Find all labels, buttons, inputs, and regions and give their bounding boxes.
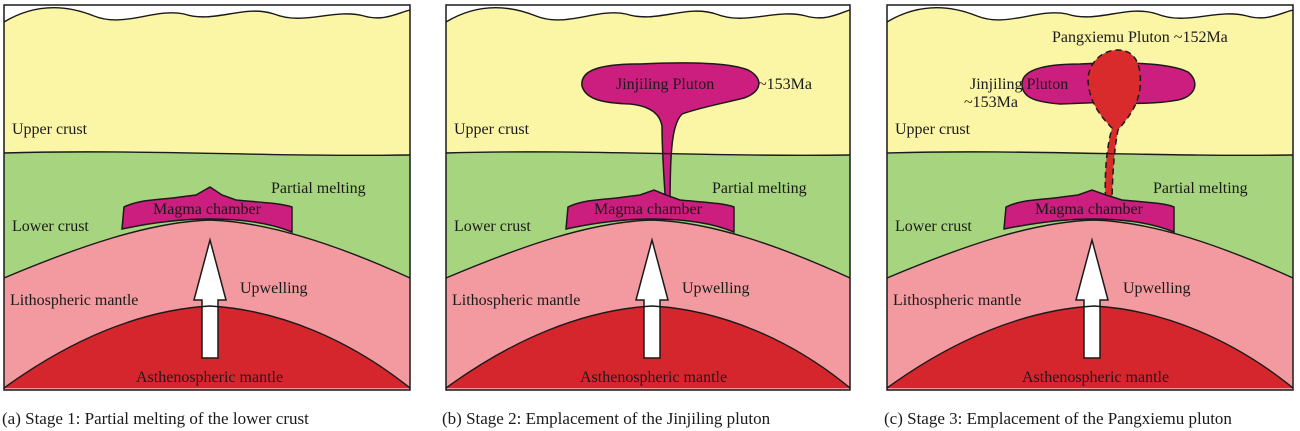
asthenospheric-mantle-label: Asthenospheric mantle [580, 369, 727, 386]
jinjiling-pluton [581, 62, 760, 209]
caption-c: (c) Stage 3: Emplacement of the Pangxiem… [884, 409, 1232, 428]
jinjiling-age-label: ~153Ma [964, 94, 1018, 111]
partial-melting-label: Partial melting [712, 180, 807, 197]
lithospheric-mantle-label: Lithospheric mantle [10, 292, 138, 309]
upper-crust-label: Upper crust [12, 121, 88, 138]
caption-a: (a) Stage 1: Partial melting of the lowe… [2, 409, 309, 428]
lower-crust-label: Lower crust [454, 218, 531, 235]
upper-crust-label: Upper crust [454, 121, 530, 138]
partial-melting-label: Partial melting [271, 180, 366, 197]
jinjiling-age-label: ~153Ma [758, 76, 812, 93]
upper-crust-layer [4, 7, 410, 157]
lower-crust-label: Lower crust [12, 218, 89, 235]
magma-chamber-label: Magma chamber [153, 201, 262, 218]
panel-a: Upper crust Lower crust Partial melting … [2, 4, 411, 428]
magma-chamber-label: Magma chamber [594, 201, 703, 218]
magma-chamber-label: Magma chamber [1035, 201, 1144, 218]
pangxiemu-pluton [1087, 49, 1142, 209]
pangxiemu-pluton-label: Pangxiemu Pluton ~152Ma [1052, 29, 1228, 46]
upwelling-arrow [193, 237, 227, 359]
jinjiling-pluton-label: Jinjiling Pluton [970, 76, 1068, 93]
upwelling-label: Upwelling [682, 280, 750, 297]
jinjiling-pluton-label: Jinjiling Pluton [616, 76, 714, 93]
asthenospheric-mantle-label: Asthenospheric mantle [136, 369, 283, 386]
lithospheric-mantle-label: Lithospheric mantle [893, 292, 1021, 309]
upwelling-label: Upwelling [1123, 280, 1191, 297]
upwelling-arrow [1075, 237, 1109, 359]
upwelling-arrow [635, 237, 669, 359]
panel-c: Pangxiemu Pluton ~152Ma Jinjiling Pluton… [884, 4, 1294, 428]
lower-crust-label: Lower crust [895, 218, 972, 235]
magma-chamber [1003, 189, 1175, 234]
caption-b: (b) Stage 2: Emplacement of the Jinjilin… [442, 409, 771, 428]
magma-chamber [121, 186, 293, 234]
upwelling-label: Upwelling [240, 280, 308, 297]
panel-b: Jinjiling Pluton ~153Ma Upper crust Lowe… [442, 4, 851, 428]
magma-chamber [565, 189, 735, 234]
asthenospheric-mantle-label: Asthenospheric mantle [1022, 369, 1169, 386]
partial-melting-label: Partial melting [1153, 180, 1248, 197]
lithospheric-mantle-label: Lithospheric mantle [452, 292, 580, 309]
upper-crust-label: Upper crust [895, 121, 971, 138]
